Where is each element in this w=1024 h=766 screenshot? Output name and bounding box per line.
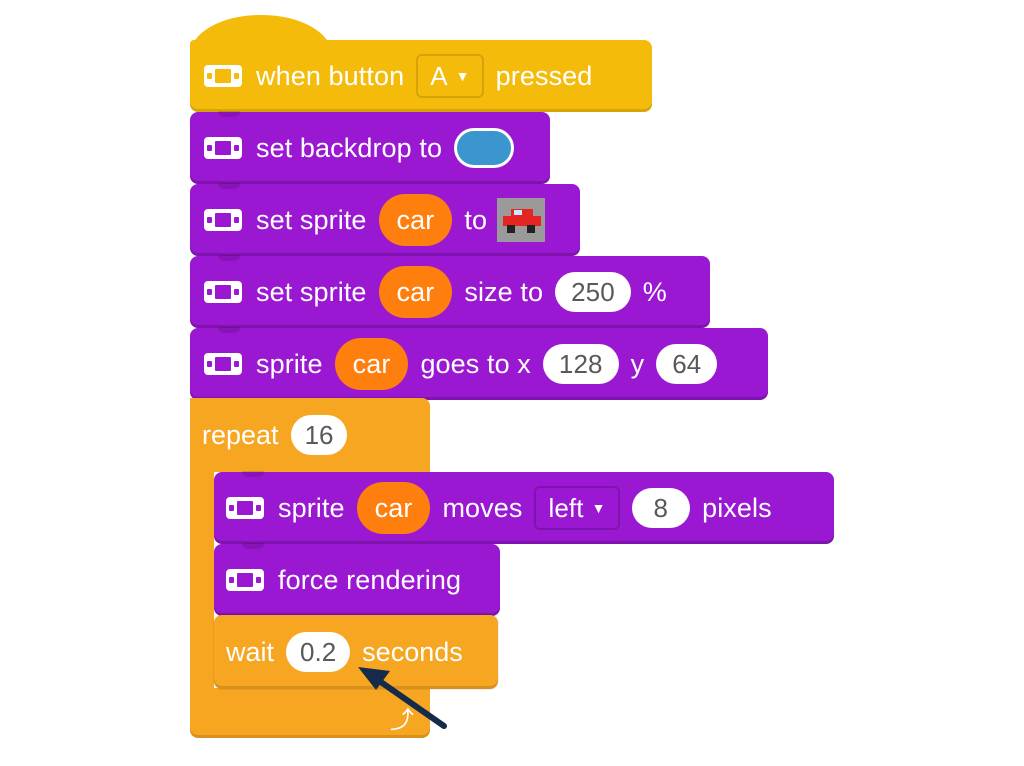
goes-to-x-label: goes to x [420,348,531,379]
dropdown-caret-icon: ▼ [591,500,606,516]
repeat-block-arm [190,470,214,702]
set-sprite-label: set sprite [256,276,367,307]
sprite-label: sprite [256,348,323,379]
to-label: to [464,204,488,235]
wait-block[interactable]: wait 0.2 seconds [214,615,498,689]
repeat-count-input[interactable]: 16 [290,415,348,455]
move-amount-input[interactable]: 8 [631,488,691,528]
button-dropdown-value: A [430,60,448,91]
set-backdrop-label: set backdrop to [256,132,443,163]
moves-label: moves [442,492,523,523]
car-sprite-image[interactable] [497,198,546,242]
percent-label: % [642,276,667,307]
backdrop-color-picker[interactable] [454,128,515,168]
device-icon [204,65,242,87]
y-label: y [630,348,645,379]
set-sprite-image-block[interactable]: set sprite car to [190,183,580,256]
device-icon [204,281,242,303]
wait-label: wait [226,636,275,667]
device-icon [226,569,264,591]
loop-arrow-icon: ⤴ [390,707,414,734]
size-to-label: size to [464,276,544,307]
device-icon [204,137,242,159]
when-button-label: when button [256,60,405,91]
x-input[interactable]: 128 [542,344,619,384]
set-backdrop-block[interactable]: set backdrop to [190,111,550,184]
dropdown-caret-icon: ▼ [455,68,470,84]
set-sprite-label: set sprite [256,204,367,235]
sprite-name-reporter[interactable]: car [334,338,409,390]
seconds-label: seconds [362,636,463,667]
sprite-goto-block[interactable]: sprite car goes to x 128 y 64 [190,327,768,400]
wait-seconds-input[interactable]: 0.2 [286,632,351,672]
force-rendering-label: force rendering [278,564,462,595]
pixels-label: pixels [702,492,772,523]
button-dropdown[interactable]: A ▼ [416,54,484,98]
sprite-moves-block[interactable]: sprite car moves left ▼ 8 pixels [214,471,834,544]
set-sprite-size-block[interactable]: set sprite car size to 250 % [190,255,710,328]
sprite-name-reporter[interactable]: car [378,194,453,246]
y-input[interactable]: 64 [656,344,718,384]
repeat-block[interactable]: repeat 16 [190,398,430,472]
when-button-pressed-block[interactable]: when button A ▼ pressed [190,40,652,112]
device-icon [204,209,242,231]
direction-dropdown-value: left [548,492,584,523]
sprite-label: sprite [278,492,345,523]
sprite-name-reporter[interactable]: car [356,482,431,534]
force-rendering-block[interactable]: force rendering [214,543,500,616]
repeat-label: repeat [202,419,279,450]
direction-dropdown[interactable]: left ▼ [534,486,620,530]
size-input[interactable]: 250 [555,272,631,312]
pressed-label: pressed [495,60,593,91]
sprite-name-reporter[interactable]: car [378,266,453,318]
device-icon [226,497,264,519]
device-icon [204,353,242,375]
